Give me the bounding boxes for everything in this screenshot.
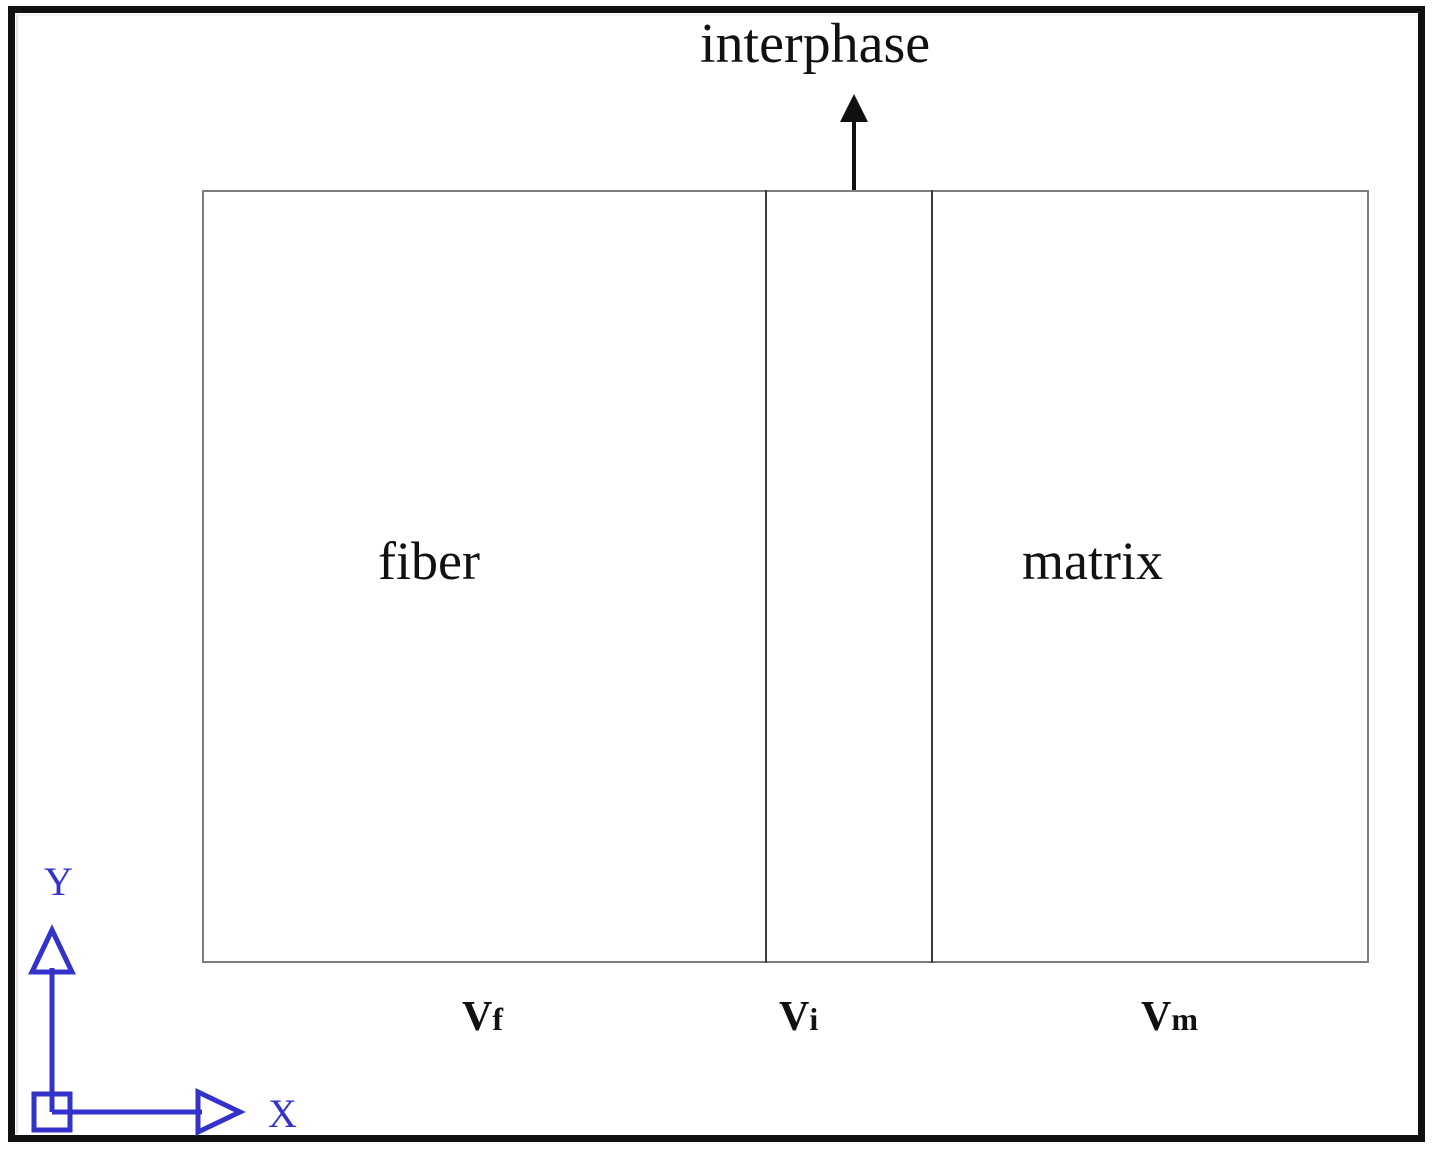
matrix-volume-fraction-label: Vm — [1141, 996, 1198, 1038]
matrix-region-label: matrix — [1022, 531, 1163, 591]
fiber-region-label: fiber — [378, 531, 480, 591]
fiber-volume-subscript: f — [492, 1001, 503, 1037]
interphase-callout-label: interphase — [700, 13, 931, 75]
interphase-volume-symbol: V — [779, 994, 810, 1040]
matrix-volume-subscript: m — [1171, 1001, 1198, 1037]
ucs-axes-svg — [28, 924, 246, 1136]
fiber-volume-fraction-label: Vf — [462, 996, 503, 1038]
interphase-volume-fraction-label: Vi — [779, 996, 818, 1038]
fiber-interphase-divider — [765, 190, 767, 963]
fiber-volume-symbol: V — [462, 994, 493, 1040]
x-axis-label: X — [268, 1091, 297, 1136]
x-axis-arrow-icon — [195, 1088, 246, 1136]
rve-rectangle — [202, 190, 1369, 963]
ucs-coordinate-icon — [24, 920, 284, 1140]
y-axis-arrow-icon — [28, 924, 76, 975]
interphase-volume-subscript: i — [809, 1001, 819, 1037]
interphase-matrix-divider — [931, 190, 933, 963]
matrix-volume-symbol: V — [1141, 994, 1172, 1040]
y-axis-label: Y — [44, 859, 73, 904]
